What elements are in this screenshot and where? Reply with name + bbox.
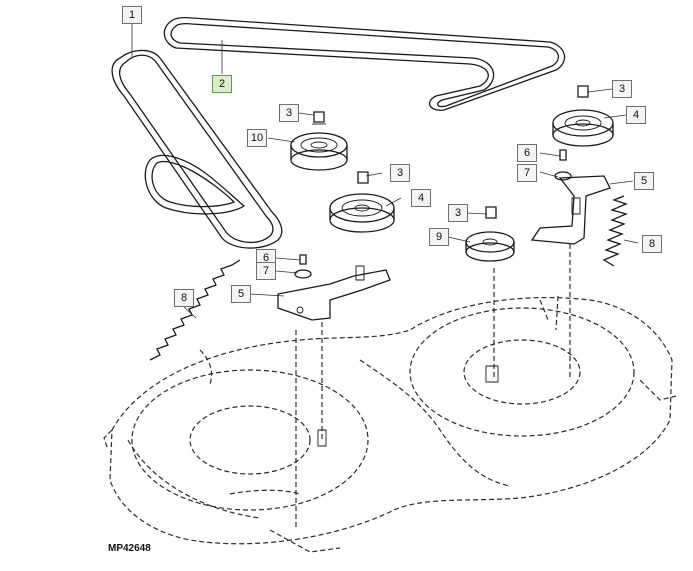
callout-3: 3 xyxy=(612,80,632,98)
callout-3: 3 xyxy=(390,164,410,182)
callout-10: 10 xyxy=(247,129,267,147)
figure-id: MP42648 xyxy=(108,543,151,554)
leader-lines xyxy=(131,24,639,319)
callout-7: 7 xyxy=(256,262,276,280)
callout-5: 5 xyxy=(634,172,654,190)
callout-3: 3 xyxy=(279,104,299,122)
callout-5: 5 xyxy=(231,285,251,303)
mower-deck xyxy=(103,244,677,553)
pulley-4-center xyxy=(329,171,395,233)
idler-pulley-10 xyxy=(290,111,348,171)
pulley-4-right xyxy=(552,85,614,147)
callout-8: 8 xyxy=(174,289,194,307)
callout-6: 6 xyxy=(517,144,537,162)
callout-1: 1 xyxy=(122,6,142,24)
belt-1 xyxy=(111,49,283,249)
bracket-5-right xyxy=(530,149,611,245)
callout-2: 2 xyxy=(212,75,232,93)
callout-9: 9 xyxy=(429,228,449,246)
belt-2 xyxy=(163,16,566,111)
spring-8-right xyxy=(602,195,628,267)
callout-7: 7 xyxy=(517,164,537,182)
callout-4: 4 xyxy=(411,189,431,207)
idler-pulley-9 xyxy=(465,206,515,262)
bracket-5-center xyxy=(277,254,391,321)
spring-8-left xyxy=(149,259,241,361)
callout-3: 3 xyxy=(448,204,468,222)
callout-8: 8 xyxy=(642,235,662,253)
callout-4: 4 xyxy=(626,106,646,124)
